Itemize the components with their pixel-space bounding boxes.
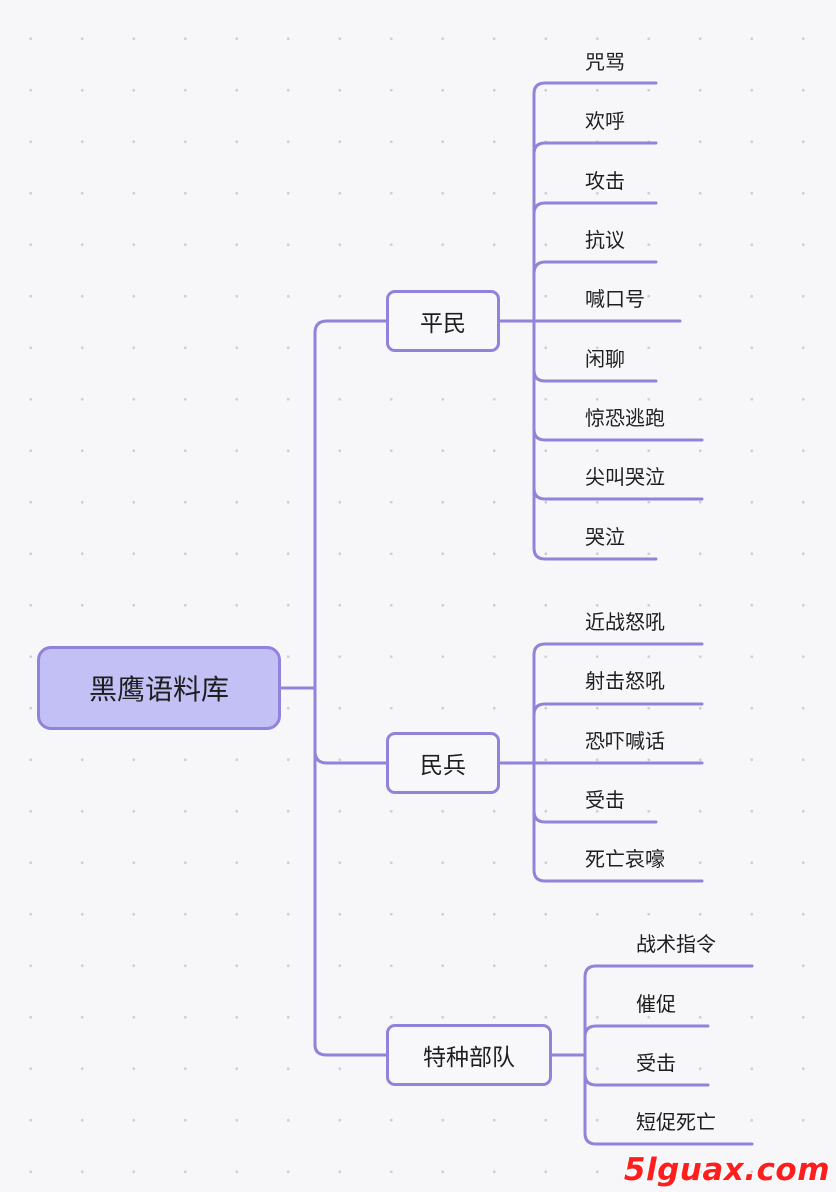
leaf-line-2-5 bbox=[532, 868, 704, 883]
leaf-node[interactable]: 死亡哀嚎 bbox=[585, 847, 665, 871]
leaf-line-3-4 bbox=[583, 1131, 754, 1146]
leaf-line-2-2 bbox=[532, 702, 704, 717]
branch-node-special-forces[interactable]: 特种部队 bbox=[386, 1024, 552, 1086]
branch-node-militia[interactable]: 民兵 bbox=[386, 732, 500, 794]
leaf-node[interactable]: 喊口号 bbox=[585, 287, 645, 311]
leaf-node[interactable]: 催促 bbox=[636, 992, 676, 1016]
leaf-line-1-3 bbox=[532, 201, 658, 216]
leaf-node[interactable]: 欢呼 bbox=[585, 109, 625, 133]
leaf-node[interactable]: 闲聊 bbox=[585, 347, 625, 371]
leaf-line-3-2 bbox=[583, 1024, 710, 1039]
leaf-node[interactable]: 惊恐逃跑 bbox=[585, 406, 665, 430]
trunk-to-branch-2 bbox=[313, 686, 389, 765]
branch-node-civilians[interactable]: 平民 bbox=[386, 290, 500, 352]
leaf-node[interactable]: 抗议 bbox=[585, 228, 625, 252]
leaf-line-1-4 bbox=[532, 260, 658, 276]
root-node[interactable]: 黑鹰语料库 bbox=[37, 646, 281, 730]
leaf-line-2-4 bbox=[532, 809, 658, 824]
leaf-line-1-1 bbox=[532, 81, 658, 96]
leaf-line-3-1 bbox=[583, 964, 754, 979]
leaf-line-3-3 bbox=[583, 1072, 710, 1087]
leaf-node[interactable]: 受击 bbox=[585, 788, 625, 812]
leaf-line-1-6 bbox=[532, 368, 658, 383]
leaf-line-1-8 bbox=[532, 486, 704, 501]
leaf-line-1-2 bbox=[532, 141, 658, 156]
watermark: 5lguax.com bbox=[623, 1152, 830, 1188]
leaf-node[interactable]: 恐吓喊话 bbox=[585, 729, 665, 753]
leaf-node[interactable]: 近战怒吼 bbox=[585, 610, 665, 634]
leaf-line-1-9 bbox=[532, 546, 658, 561]
leaf-node[interactable]: 攻击 bbox=[585, 169, 625, 193]
leaf-node[interactable]: 尖叫哭泣 bbox=[585, 465, 665, 489]
leaf-line-1-7 bbox=[532, 427, 704, 442]
leaf-node[interactable]: 受击 bbox=[636, 1051, 676, 1075]
leaf-line-2-1 bbox=[532, 642, 704, 657]
leaf-node[interactable]: 咒骂 bbox=[585, 50, 625, 74]
leaf-node[interactable]: 战术指令 bbox=[636, 932, 716, 956]
leaf-node[interactable]: 短促死亡 bbox=[636, 1110, 716, 1134]
leaf-node[interactable]: 射击怒吼 bbox=[585, 669, 665, 693]
trunk-to-branch-3 bbox=[313, 1043, 389, 1057]
trunk-to-branch-1 bbox=[313, 319, 389, 1047]
leaf-node[interactable]: 哭泣 bbox=[585, 525, 625, 549]
